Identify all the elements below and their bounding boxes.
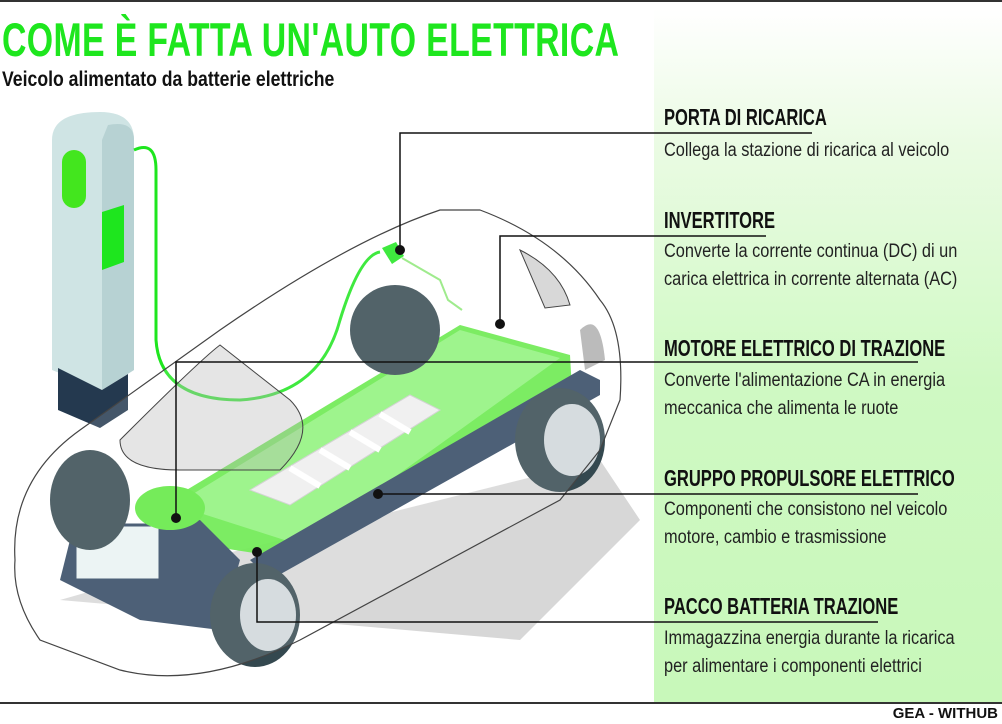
top-rule — [0, 0, 1002, 2]
charging-station-icon — [52, 112, 134, 428]
leader-lines — [175, 132, 918, 623]
legend-panel — [654, 8, 1002, 702]
desc-pacco-1: Immagazzina energia durante la ricarica — [664, 628, 955, 649]
label-motore-elettrico: MOTORE ELETTRICO DI TRAZIONE — [664, 335, 946, 361]
car-body-outline — [14, 209, 622, 677]
desc-invertitore-2: carica elettrica in corrente alternata (… — [664, 269, 958, 290]
label-pacco-batteria: PACCO BATTERIA TRAZIONE — [664, 593, 899, 619]
wheels-icon — [50, 285, 605, 667]
desc-motore-2: meccanica che alimenta le ruote — [664, 398, 899, 419]
label-porta-di-ricarica: PORTA DI RICARICA — [664, 104, 827, 130]
desc-pacco-2: per alimentare i componenti elettrici — [664, 656, 922, 677]
leader-dots — [171, 245, 505, 557]
desc-gruppo-1: Componenti che consistono nel veicolo — [664, 499, 948, 520]
page-subtitle: Veicolo alimentato da batterie elettrich… — [2, 68, 335, 91]
bottom-rule — [0, 702, 1002, 704]
charging-cable — [133, 146, 381, 402]
credit: GEA - WITHUB — [892, 705, 998, 722]
desc-porta-di-ricarica: Collega la stazione di ricarica al veico… — [664, 140, 950, 161]
page-title: COME È FATTA UN'AUTO ELETTRICA — [2, 13, 620, 66]
motor — [135, 486, 205, 530]
desc-invertitore-1: Converte la corrente continua (DC) di un — [664, 241, 958, 262]
label-invertitore: INVERTITORE — [664, 207, 776, 233]
label-gruppo-propulsore: GRUPPO PROPULSORE ELETTRICO — [664, 465, 955, 491]
desc-gruppo-2: motore, cambio e trasmissione — [664, 527, 887, 548]
desc-motore-1: Converte l'alimentazione CA in energia — [664, 370, 946, 391]
